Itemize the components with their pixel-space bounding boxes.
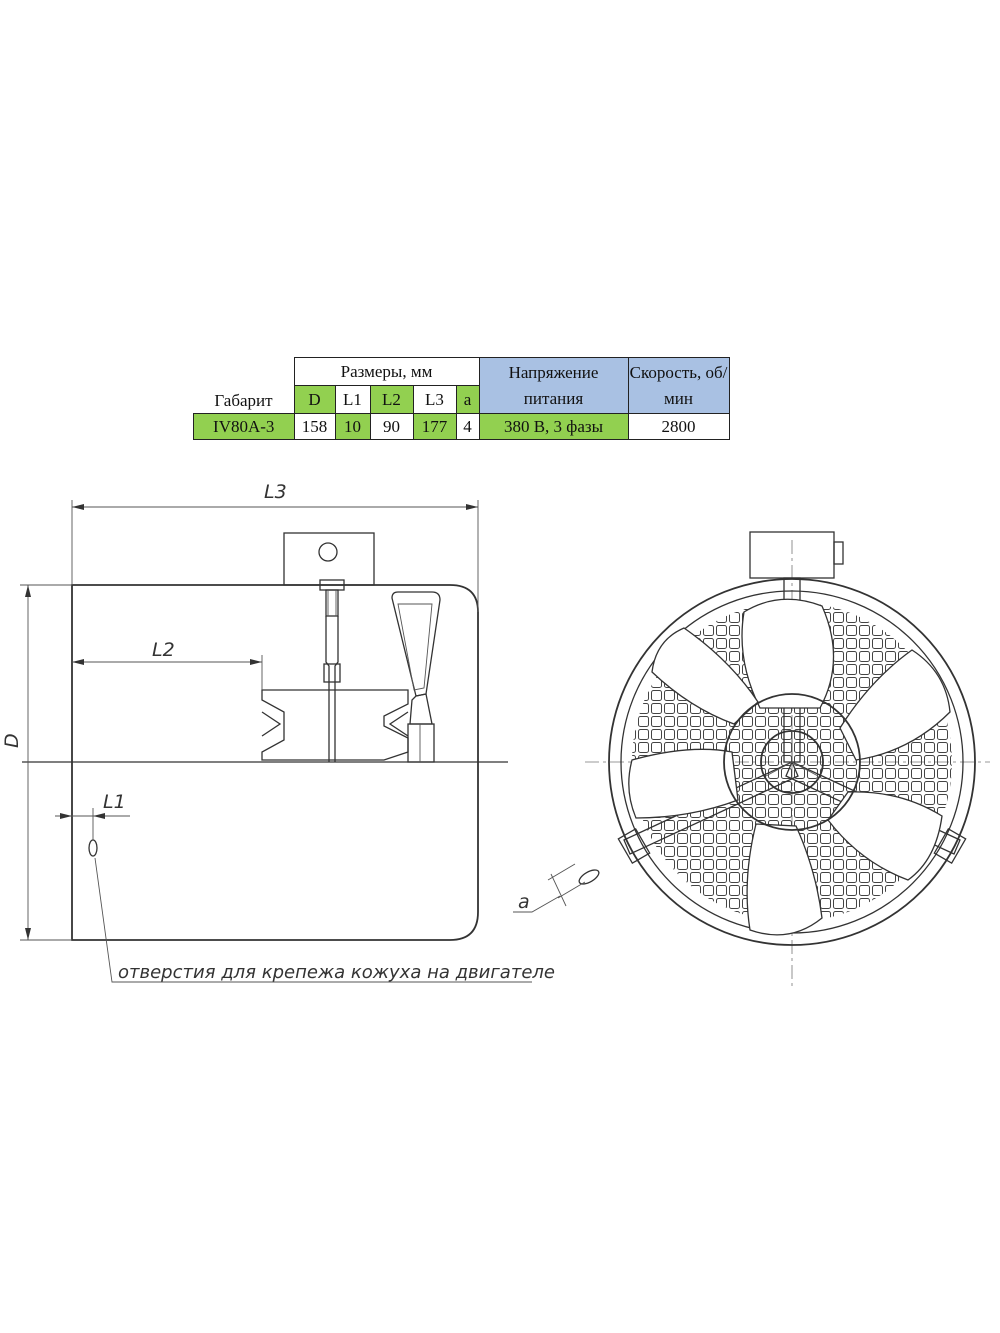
blade-6: [651, 627, 759, 725]
dim-header-a-label: a: [463, 389, 472, 409]
blade-1: [741, 598, 835, 709]
blade-3: [827, 791, 943, 881]
blade-profile: [391, 591, 441, 697]
a-leader: [513, 895, 561, 913]
dim-header-l3: L3: [412, 385, 457, 414]
hub-line-right: [791, 761, 819, 777]
l2-arrow-right: [250, 659, 262, 665]
front-lug-left: [617, 827, 651, 865]
row-napryazhenie: 380 В, 3 фазы: [478, 413, 629, 440]
header-napryazhenie: Напряжение питания: [478, 357, 629, 414]
front-lug-right: [933, 827, 967, 865]
a-dim-line: [550, 873, 567, 907]
l1-arrow-left: [60, 813, 72, 819]
note-leader: [94, 857, 532, 983]
blade-4: [746, 823, 823, 936]
dim-header-l1-label: L1: [343, 389, 362, 409]
front-view: a: [513, 531, 990, 990]
row-skorost-value: 2800: [661, 416, 696, 436]
strut-left: [325, 616, 330, 762]
l1-arrow-right: [93, 813, 105, 819]
dim-header-l2-label: L2: [382, 389, 401, 409]
housing-outline: [71, 584, 479, 941]
bracket-hole: [318, 542, 338, 562]
a-ext-bottom: [557, 881, 586, 899]
d-arrow-bottom: [25, 928, 31, 940]
dim-header-d: D: [293, 385, 336, 414]
header-skorost: Скорость, об/мин: [627, 357, 730, 414]
dim-header-d-label: D: [308, 389, 321, 409]
row-l2: 90: [369, 413, 414, 440]
row-gabarit-value: IV80A-3: [213, 416, 275, 436]
shaft-block: [407, 723, 435, 763]
header-gabarit: Габарит: [193, 357, 295, 414]
header-razmery-label: Размеры, мм: [340, 361, 433, 381]
l2-arrow-left: [72, 659, 84, 665]
row-napryazhenie-value: 380 В, 3 фазы: [503, 416, 604, 436]
dim-header-l1: L1: [334, 385, 371, 414]
strut-clamp: [323, 663, 341, 683]
header-razmery: Размеры, мм: [293, 357, 480, 386]
blade-profile-inner: [397, 603, 433, 691]
bolt-shank: [325, 589, 339, 617]
d-arrow-top: [25, 585, 31, 597]
hub-line-left: [765, 761, 793, 777]
blade-2: [839, 649, 951, 761]
row-l2-value: 90: [383, 416, 400, 436]
hub-section: [261, 689, 409, 761]
front-bracket-lug: [833, 541, 844, 565]
spec-table: Габарит Размеры, мм Напряжение питания С…: [193, 357, 730, 440]
row-l3: 177: [412, 413, 457, 440]
header-napryazhenie-label: Напряжение питания: [508, 362, 599, 408]
mount-holes-note: отверстия для крепежа кожуха на двигател…: [118, 962, 555, 983]
row-l3-value: 177: [421, 416, 448, 436]
outer-ring: [608, 578, 976, 946]
dim-label-l1: L1: [103, 791, 126, 813]
dim-label-l2: L2: [152, 639, 175, 661]
row-l1: 10: [334, 413, 371, 440]
l3-arrow-right: [466, 504, 478, 510]
slot-hole: [578, 869, 600, 885]
dim-label-d: D: [1, 733, 23, 748]
row-a-value: 4: [463, 416, 472, 436]
l3-arrow-left: [72, 504, 84, 510]
dim-label-l3: L3: [264, 481, 287, 503]
top-bracket: [283, 532, 375, 586]
row-d-value: 158: [301, 416, 328, 436]
header-gabarit-label: Габарит: [214, 391, 273, 410]
strut-right: [334, 616, 339, 762]
hub-groove-left: [261, 711, 282, 737]
row-d: 158: [293, 413, 336, 440]
row-a: 4: [455, 413, 480, 440]
side-view: L3 L2 D L1 отверстия для крепежа кожуха …: [1, 481, 555, 983]
blade-root: [409, 693, 433, 725]
row-l1-value: 10: [344, 416, 361, 436]
header-skorost-label: Скорость, об/мин: [629, 362, 728, 408]
blade-5: [628, 748, 739, 819]
fan-blades: [628, 598, 951, 936]
mount-hole: [88, 839, 98, 857]
fan-hub: [723, 693, 861, 831]
a-ext-top: [547, 863, 576, 881]
row-skorost: 2800: [627, 413, 730, 440]
dim-header-l3-label: L3: [425, 389, 444, 409]
dim-label-a: a: [518, 891, 530, 913]
row-gabarit: IV80A-3: [193, 413, 295, 440]
hub-groove-right: [388, 711, 409, 737]
